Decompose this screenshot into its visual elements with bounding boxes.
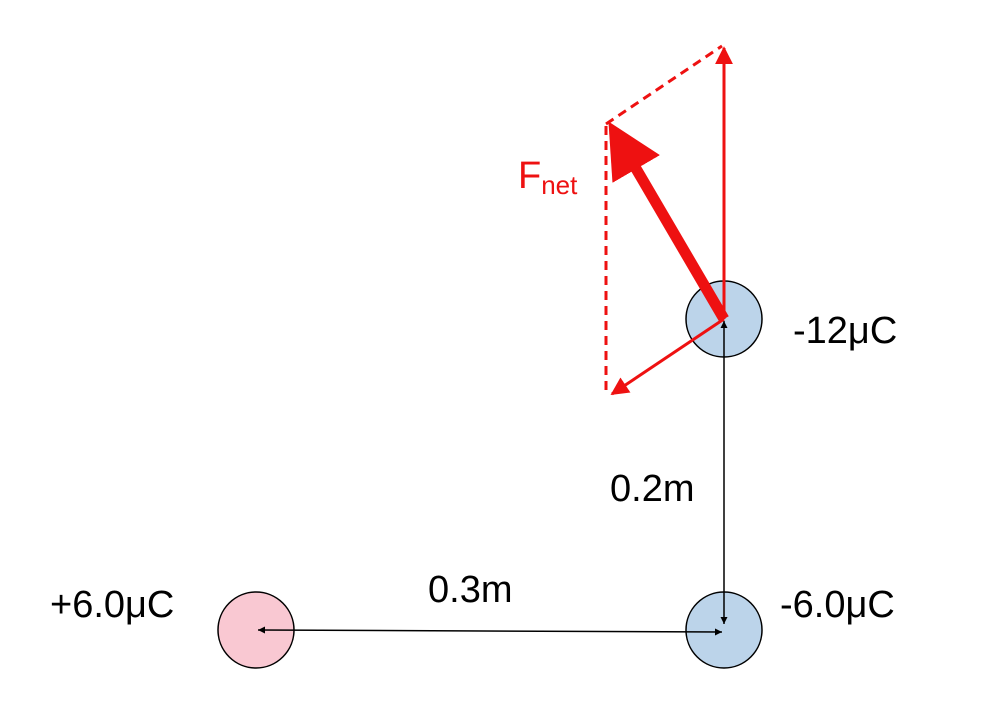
force-diagonal-component (610, 317, 725, 396)
net-force-subscript: net (541, 170, 578, 200)
net-force-label: Fnet (518, 155, 578, 200)
net-force-symbol: F (518, 155, 541, 197)
charge-top-label: -12μC (793, 310, 897, 352)
charge-left-label: +6.0μC (50, 584, 174, 626)
net-force-vector (608, 121, 729, 322)
charge-bottom-label: -6.0μC (780, 584, 895, 626)
horizontal-distance-label: 0.3m (428, 569, 512, 611)
horizontal-distance-line (257, 626, 723, 636)
dashed-top-line (605, 44, 723, 126)
vertical-distance-label: 0.2m (610, 468, 694, 510)
